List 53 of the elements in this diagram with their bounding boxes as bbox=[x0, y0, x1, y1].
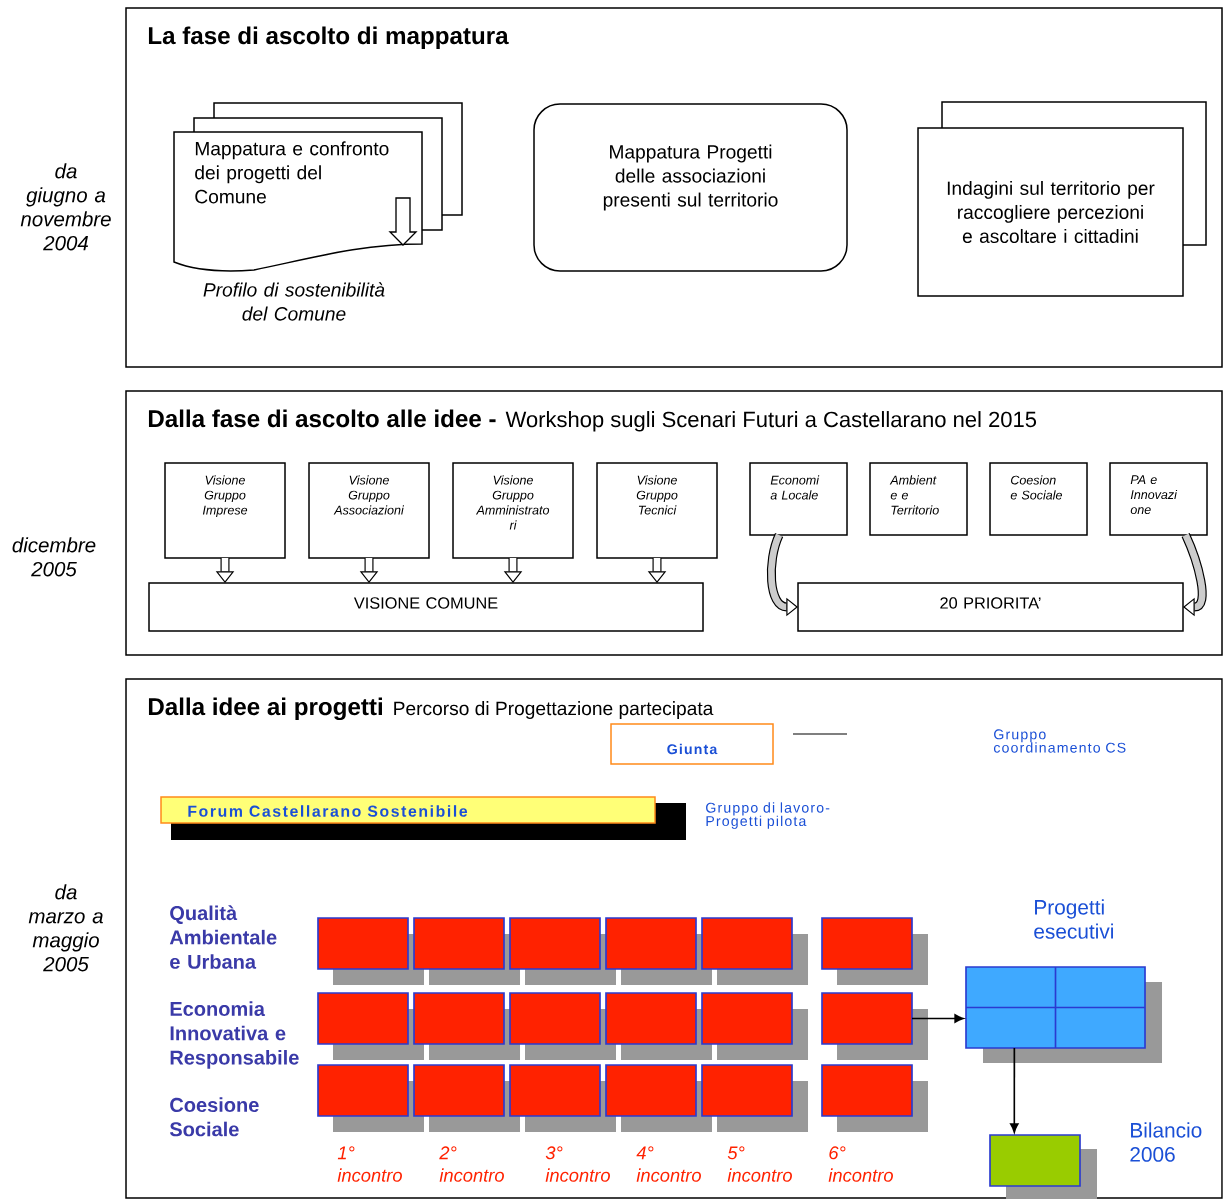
block bbox=[509, 992, 616, 1060]
block bbox=[701, 917, 808, 985]
label-box: Giunta bbox=[610, 723, 774, 765]
process-box: Ambient e e Territorio bbox=[869, 462, 968, 536]
block bbox=[605, 917, 712, 985]
row-label: Economia Innovativa e Responsabile bbox=[170, 1001, 299, 1069]
block bbox=[821, 992, 928, 1060]
document-stack: Mappatura e confronto dei progetti del Comune bbox=[173, 102, 463, 272]
rounded-box: Mappatura Progetti delle associazioni presenti sul territorio bbox=[533, 103, 848, 272]
block bbox=[317, 917, 424, 985]
process-box: Visione Gruppo Imprese bbox=[164, 462, 286, 559]
block bbox=[701, 1064, 808, 1132]
arrow bbox=[1010, 1047, 1019, 1133]
process-box: PA e Innovazi one bbox=[1109, 462, 1208, 536]
document-stack: Indagini sul territorio per raccogliere percezioni e ascoltare i cittadini bbox=[917, 101, 1207, 297]
process-box: Economi a Locale bbox=[749, 462, 848, 536]
process-box: Visione Gruppo Amministrato ri bbox=[452, 462, 574, 559]
block bbox=[317, 992, 424, 1060]
row-label: Coesione Sociale bbox=[169, 1097, 259, 1137]
banner: Forum Castellarano Sostenibile bbox=[160, 796, 686, 840]
block bbox=[701, 992, 808, 1060]
meeting-label: 6° incontro bbox=[828, 1146, 893, 1182]
date-label: da giugno a novembre 2004 bbox=[12, 163, 120, 251]
block bbox=[605, 1064, 712, 1132]
row-label: Qualità Ambientale e Urbana bbox=[169, 905, 277, 969]
date-label: da marzo a maggio 2005 bbox=[25, 884, 107, 972]
meeting-label: 3° incontro bbox=[545, 1146, 610, 1182]
meeting-label: 1° incontro bbox=[337, 1146, 402, 1182]
meeting-label: 5° incontro bbox=[727, 1146, 792, 1182]
block bbox=[413, 917, 520, 985]
arrow bbox=[911, 1014, 964, 1023]
block bbox=[509, 917, 616, 985]
meeting-label: 2° incontro bbox=[439, 1146, 504, 1182]
date-label: dicembre 2005 bbox=[4, 537, 104, 577]
block bbox=[509, 1064, 616, 1132]
node-label: Profilo di sostenibilità del Comune bbox=[203, 282, 385, 321]
block bbox=[413, 992, 520, 1060]
group-label: Gruppo di lavoro- Progetti pilota bbox=[706, 802, 830, 829]
node-label: Progetti esecutivi bbox=[1034, 899, 1113, 939]
group-label: Gruppo coordinamento CS bbox=[993, 729, 1126, 753]
block bbox=[413, 1064, 520, 1132]
block bbox=[821, 917, 928, 985]
process-box: Visione Gruppo Tecnici bbox=[596, 462, 718, 559]
process-box: Visione Gruppo Associazioni bbox=[308, 462, 430, 559]
result-box: VISIONE COMUNE bbox=[148, 582, 704, 632]
result-box: 20 PRIORITA’ bbox=[797, 582, 1184, 632]
block bbox=[317, 1064, 424, 1132]
process-box: Coesion e Sociale bbox=[989, 462, 1088, 536]
node-label: Bilancio 2006 bbox=[1130, 1122, 1202, 1162]
hollow-arrow bbox=[1181, 533, 1207, 617]
meeting-label: 4° incontro bbox=[636, 1146, 701, 1182]
block bbox=[821, 1064, 928, 1132]
block bbox=[605, 992, 712, 1060]
